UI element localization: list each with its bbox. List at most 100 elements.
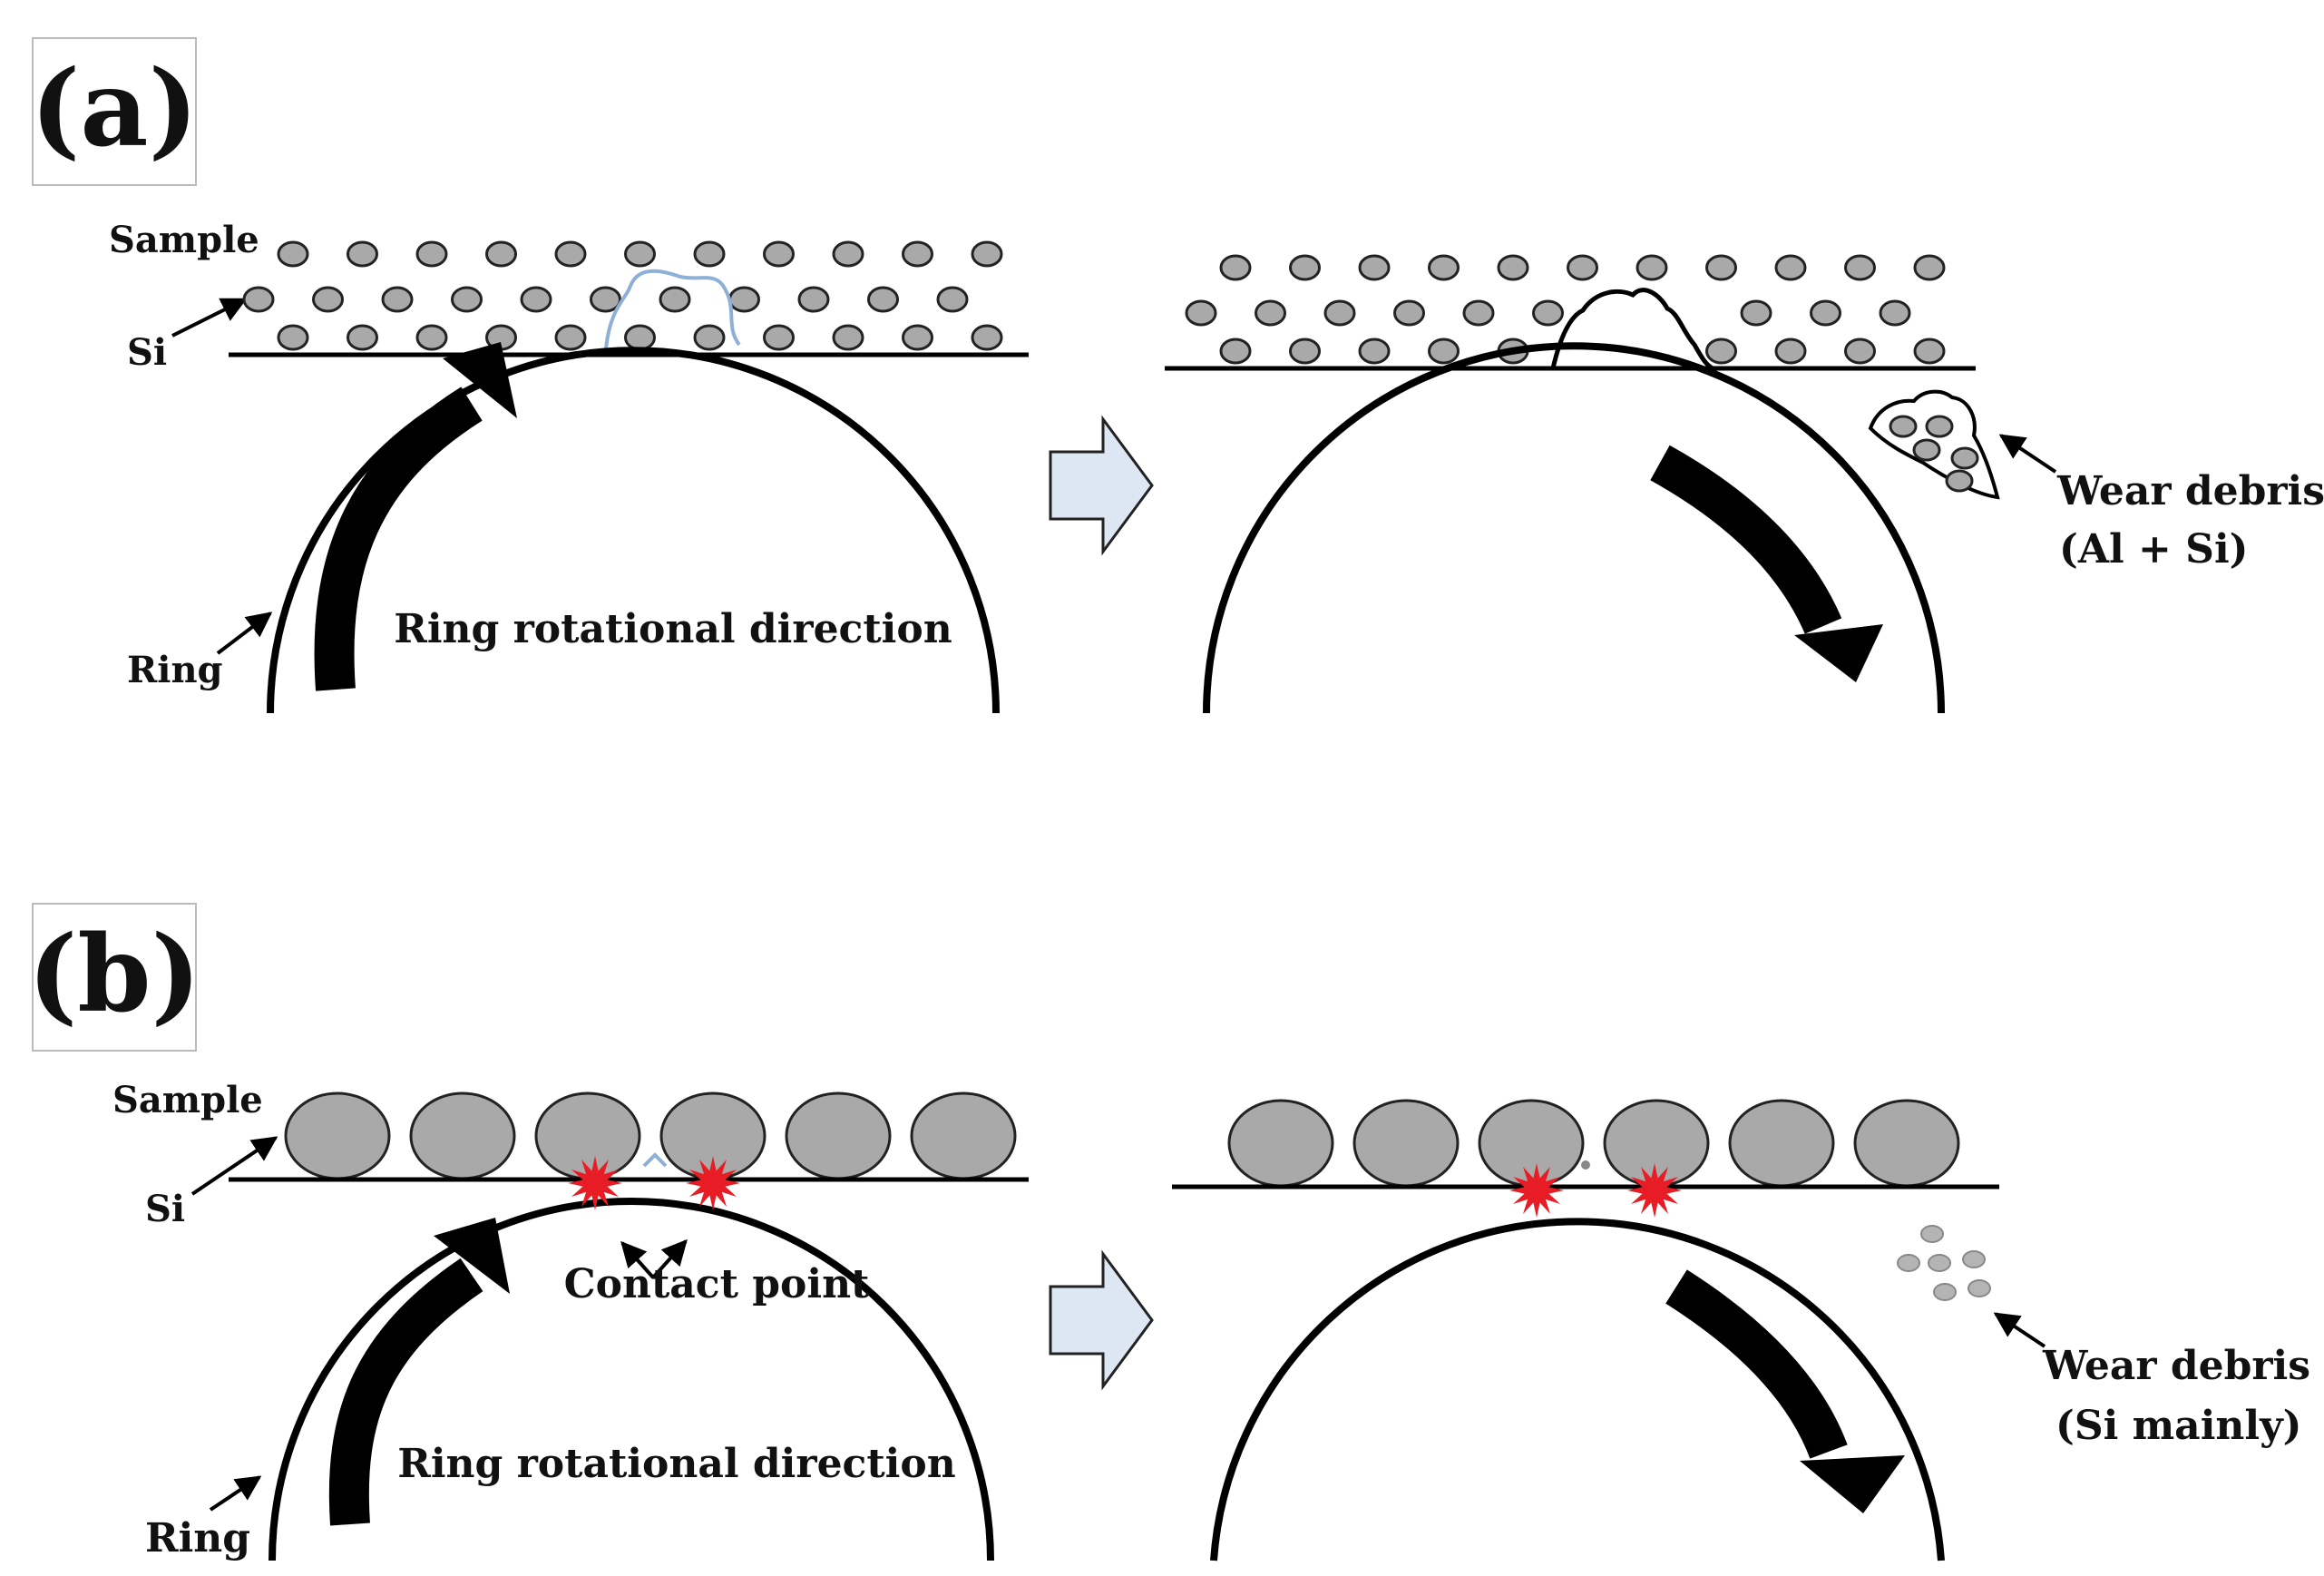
debris-composition: (Al + Si) (2059, 526, 2248, 573)
si-particle (485, 240, 517, 268)
si-particle (693, 324, 726, 351)
si-particle (1255, 299, 1286, 327)
si-particle (347, 324, 378, 351)
si-particle-large (284, 1091, 391, 1180)
si-pointer-arrow (171, 298, 248, 338)
detached-fragment (1581, 1160, 1590, 1170)
si-particle (1532, 299, 1564, 327)
ring-pointer-arrow (209, 1475, 262, 1512)
contact-pointer-arrow-left (620, 1240, 655, 1279)
small-si-debris (1897, 1225, 1991, 1301)
sample-si-particles (242, 240, 1003, 351)
si-particle (1497, 254, 1529, 281)
contact-spark (1509, 1163, 1564, 1218)
ring-pointer-arrow (216, 612, 273, 655)
si-particle (312, 286, 344, 313)
si-particle-large (910, 1091, 1017, 1180)
si-particle-large (1853, 1099, 1960, 1188)
debris-label: Wear debris (2042, 1343, 2310, 1389)
si-particle (1844, 254, 1876, 281)
si-particle (1740, 299, 1772, 327)
si-particle (590, 286, 621, 313)
si-particle (1567, 254, 1598, 281)
si-particle (902, 240, 933, 268)
panel-a: (a) Sample Si Ring Ring rotational direc… (31, 37, 2324, 714)
si-particle (1358, 338, 1391, 365)
si-debris-particle (1962, 1250, 1986, 1268)
si-particle (277, 324, 309, 351)
panel-b-label-box: (b) (28, 903, 201, 1052)
si-debris-particle (1933, 1283, 1957, 1301)
si-particle (381, 286, 414, 313)
ring-arc-right (1210, 1218, 1945, 1561)
wear-void-outline (1550, 288, 1714, 371)
si-particle (936, 286, 969, 313)
si-particle (763, 324, 795, 351)
si-particle-large (1728, 1099, 1835, 1188)
right-block-arrow-icon (1049, 1249, 1154, 1391)
contact-pointer-arrow-right (651, 1238, 688, 1279)
sample-label: Sample (109, 219, 259, 261)
si-particle-large (1478, 1099, 1585, 1188)
si-particle (1705, 254, 1737, 281)
si-debris-particle (1920, 1225, 1944, 1243)
contact-label: Contact point (564, 1261, 870, 1307)
ring-arc-right (1203, 342, 1945, 714)
wear-debris-chunk (1868, 389, 2000, 500)
si-particle (277, 240, 309, 268)
right-block-arrow-icon (1049, 415, 1154, 556)
panel-a-label: (a) (31, 47, 199, 171)
worn-large-si-particles (1227, 1099, 1960, 1188)
si-particle (1428, 254, 1460, 281)
si-particle (347, 240, 378, 268)
starburst-icon (568, 1156, 740, 1210)
si-particle (1810, 299, 1841, 327)
si-label: Si (127, 331, 167, 374)
si-particle (1844, 338, 1876, 365)
si-particle (624, 324, 656, 351)
panel-b-label: (b) (28, 913, 201, 1036)
si-particle (520, 286, 552, 313)
ring-label: Ring (145, 1515, 250, 1561)
starburst-icon (1509, 1163, 1682, 1218)
si-particle (1289, 254, 1321, 281)
debris-composition: (Si mainly) (2055, 1403, 2302, 1449)
si-particle (1462, 299, 1495, 327)
si-particle (867, 286, 899, 313)
si-particle (728, 286, 760, 313)
si-particle (832, 240, 864, 268)
si-particle (971, 324, 1003, 351)
si-particle (1774, 254, 1807, 281)
si-particle (902, 324, 933, 351)
si-particle (832, 324, 864, 351)
si-particle (1323, 299, 1356, 327)
si-particle (1879, 299, 1911, 327)
crack-outline (642, 1152, 668, 1168)
curved-arrow-down-icon (1650, 445, 1883, 682)
ring-arc (269, 1198, 994, 1561)
contact-spark (686, 1156, 740, 1210)
ring-arc (267, 347, 1000, 714)
panel-a-label-box: (a) (31, 37, 199, 186)
debris-pointer-arrow (1993, 1312, 2046, 1348)
ring-label: Ring (127, 649, 223, 691)
si-particle (1219, 338, 1252, 365)
si-particle (659, 286, 691, 313)
curved-arrow-up-icon (314, 342, 517, 691)
si-particle (1289, 338, 1321, 365)
si-debris-particle (1928, 1254, 1951, 1272)
si-particle (1774, 338, 1807, 365)
worn-sample-particles (1185, 254, 1946, 365)
si-particle (763, 240, 795, 268)
contact-spark (568, 1156, 622, 1210)
contact-spark (1627, 1163, 1682, 1218)
si-particle (554, 324, 587, 351)
si-particle-large (534, 1091, 641, 1180)
debris-pointer-arrow (1998, 434, 2057, 474)
si-particle-large (785, 1091, 892, 1180)
si-particle (451, 286, 483, 313)
si-particle (693, 240, 726, 268)
si-particle (1636, 254, 1668, 281)
curved-arrow-down-icon (1665, 1269, 1905, 1513)
